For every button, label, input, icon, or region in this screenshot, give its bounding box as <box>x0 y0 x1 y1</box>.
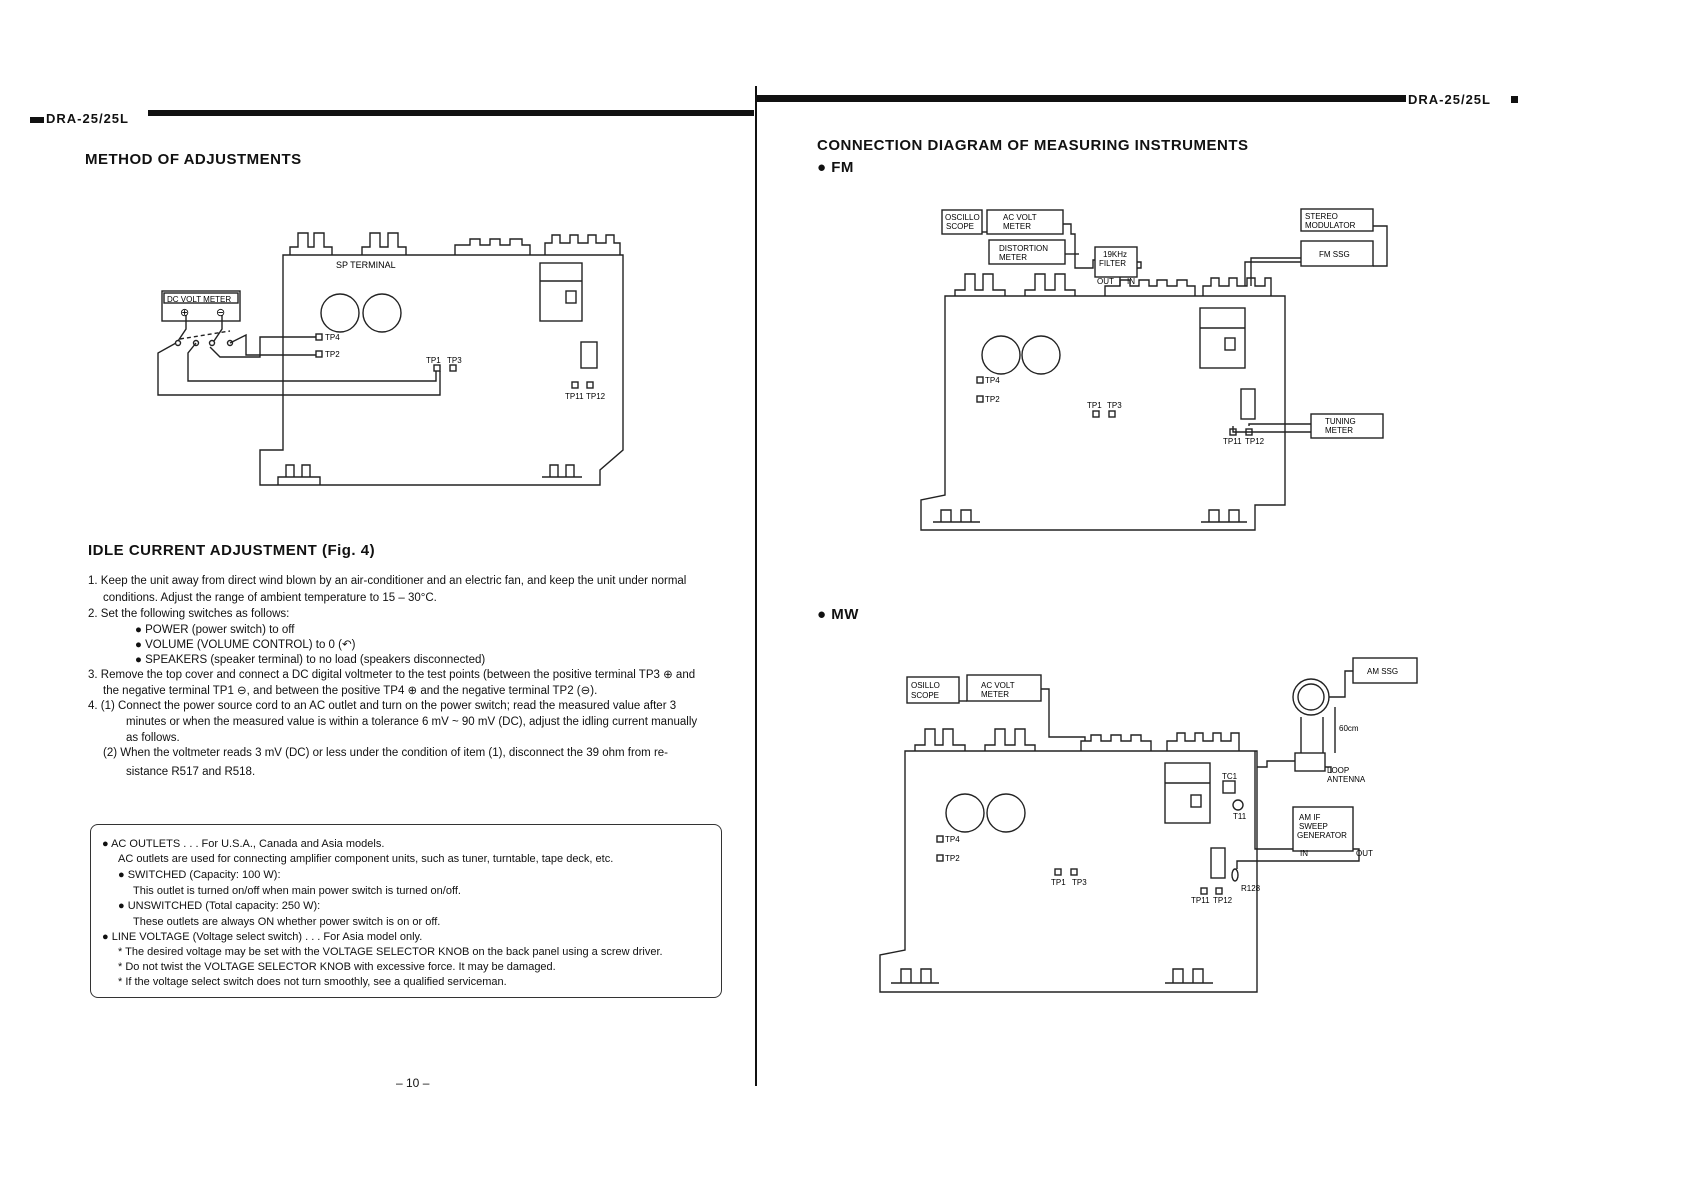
fm-scope: SCOPE <box>946 222 974 231</box>
fm-ac-volt: AC VOLT <box>1003 213 1037 222</box>
ac-outlet-note-box <box>90 824 722 998</box>
fig-tp2: TP2 <box>325 350 340 359</box>
fm-distortion-meter: METER <box>999 253 1027 262</box>
note-switched-desc: This outlet is turned on/off when main p… <box>133 885 461 897</box>
mw-tp2: TP2 <box>945 854 960 863</box>
fm-ac-meter: METER <box>1003 222 1031 231</box>
section-title-method: METHOD OF ADJUSTMENTS <box>85 151 302 168</box>
section-title-idle: IDLE CURRENT ADJUSTMENT (Fig. 4) <box>88 542 376 559</box>
left-header-marker <box>30 117 44 123</box>
fig-tp3: TP3 <box>447 356 462 365</box>
note-unswitched-desc: These outlets are always ON whether powe… <box>133 916 441 928</box>
mw-am-if: AM IF <box>1299 813 1320 822</box>
mw-t11: T11 <box>1233 812 1247 821</box>
mw-gen-out: OUT <box>1356 849 1373 858</box>
fm-tp2: TP2 <box>985 395 1000 404</box>
right-header-rule <box>756 95 1406 102</box>
mw-am-ssg: AM SSG <box>1367 667 1398 676</box>
fig-tp12: TP12 <box>586 392 606 401</box>
step-4-line-1: 4. (1) Connect the power source cord to … <box>88 700 677 712</box>
fm-filter-in: IN <box>1127 277 1135 286</box>
step-4-2-line-1: (2) When the voltmeter reads 3 mV (DC) o… <box>103 747 669 759</box>
fm-tp4: TP4 <box>985 376 1000 385</box>
fm-filter-out: OUT <box>1097 277 1114 286</box>
mw-tp12: TP12 <box>1213 896 1233 905</box>
step-4-line-3: as follows. <box>126 732 180 744</box>
mw-osillo: OSILLO <box>911 681 940 690</box>
fm-modulator: MODULATOR <box>1305 221 1356 230</box>
note-voltage-twist: * Do not twist the VOLTAGE SELECTOR KNOB… <box>118 961 556 973</box>
mw-sweep: SWEEP <box>1299 822 1328 831</box>
note-switched: ● SWITCHED (Capacity: 100 W): <box>118 869 281 881</box>
mw-tp3: TP3 <box>1072 878 1087 887</box>
fm-fm-ssg: FM SSG <box>1319 250 1350 259</box>
note-ac-outlets-desc: AC outlets are used for connecting ampli… <box>118 853 614 865</box>
fig-plus-terminal: ⊕ <box>180 307 189 319</box>
note-ac-outlets: ● AC OUTLETS . . . For U.S.A., Canada an… <box>102 838 385 850</box>
page-divider <box>755 86 757 1086</box>
step-1-line-1: 1. Keep the unit away from direct wind b… <box>88 575 687 587</box>
fig-tp1: TP1 <box>426 356 441 365</box>
mw-generator: GENERATOR <box>1297 831 1347 840</box>
mw-gen-in: IN <box>1300 849 1308 858</box>
note-voltage-set: * The desired voltage may be set with th… <box>118 946 663 958</box>
fig-tp4: TP4 <box>325 333 340 342</box>
right-header-label: DRA-25/25L <box>1408 92 1491 107</box>
section-title-connection: CONNECTION DIAGRAM OF MEASURING INSTRUME… <box>817 137 1249 154</box>
note-voltage-service: * If the voltage select switch does not … <box>118 976 507 988</box>
fm-oscillo: OSCILLO <box>945 213 980 222</box>
mw-ac-volt: AC VOLT <box>981 681 1015 690</box>
fm-distortion: DISTORTION <box>999 244 1048 253</box>
step-4-2-line-2: sistance R517 and R518. <box>126 766 256 778</box>
fig-minus-terminal: ⊖ <box>216 307 225 319</box>
fm-tuning: TUNING <box>1325 417 1356 426</box>
fm-connection-diagram: OSCILLO SCOPE AC VOLT METER DISTORTION M… <box>920 208 1388 531</box>
note-unswitched: ● UNSWITCHED (Total capacity: 250 W): <box>118 900 321 912</box>
step-3-line-2: the negative terminal TP1 ⊖, and between… <box>103 685 598 697</box>
step-3-line-1: 3. Remove the top cover and connect a DC… <box>88 669 696 681</box>
mw-tp11: TP11 <box>1191 896 1210 905</box>
step-1-line-2: conditions. Adjust the range of ambient … <box>103 592 437 604</box>
mw-antenna: ANTENNA <box>1327 775 1366 784</box>
mw-scope: SCOPE <box>911 691 939 700</box>
right-header-marker <box>1511 96 1518 103</box>
fm-tuning-meter: METER <box>1325 426 1353 435</box>
mw-distance: 60cm <box>1339 724 1359 733</box>
fm-tp12: TP12 <box>1245 437 1265 446</box>
left-header-label: DRA-25/25L <box>46 111 129 126</box>
left-header-rule <box>148 110 754 116</box>
step-2: 2. Set the following switches as follows… <box>88 608 290 620</box>
fig-tp11: TP11 <box>565 392 584 401</box>
step-2-power: ● POWER (power switch) to off <box>135 624 295 636</box>
step-2-volume: ● VOLUME (VOLUME CONTROL) to 0 (↶) <box>135 639 356 651</box>
fm-tp3: TP3 <box>1107 401 1122 410</box>
mw-heading: ● MW <box>817 606 859 623</box>
fm-19khz: 19KHz <box>1103 250 1127 259</box>
fm-stereo: STEREO <box>1305 212 1338 221</box>
fm-heading: ● FM <box>817 159 854 176</box>
mw-tc1: TC1 <box>1222 772 1238 781</box>
fm-filter: FILTER <box>1099 259 1126 268</box>
note-line-voltage: ● LINE VOLTAGE (Voltage select switch) .… <box>102 931 423 943</box>
page-number: – 10 – <box>396 1076 430 1090</box>
fm-tp1: TP1 <box>1087 401 1102 410</box>
mw-tp4: TP4 <box>945 835 960 844</box>
mw-loop: LOOP <box>1327 766 1349 775</box>
step-4-line-2: minutes or when the measured value is wi… <box>126 716 698 728</box>
mw-connection-diagram: OSILLO SCOPE AC VOLT METER AM SSG 60cm L… <box>879 657 1418 993</box>
idle-current-figure: SP TERMINAL DC VOLT METER ⊕ ⊖ TP4 TP2 TP… <box>157 232 624 486</box>
fm-tp11: TP11 <box>1223 437 1242 446</box>
mw-ac-meter: METER <box>981 690 1009 699</box>
fig-dc-volt-meter: DC VOLT METER <box>167 295 231 304</box>
step-2-speakers: ● SPEAKERS (speaker terminal) to no load… <box>135 654 486 666</box>
mw-r128: R128 <box>1241 884 1261 893</box>
fig-sp-terminal: SP TERMINAL <box>336 260 396 270</box>
mw-tp1: TP1 <box>1051 878 1066 887</box>
